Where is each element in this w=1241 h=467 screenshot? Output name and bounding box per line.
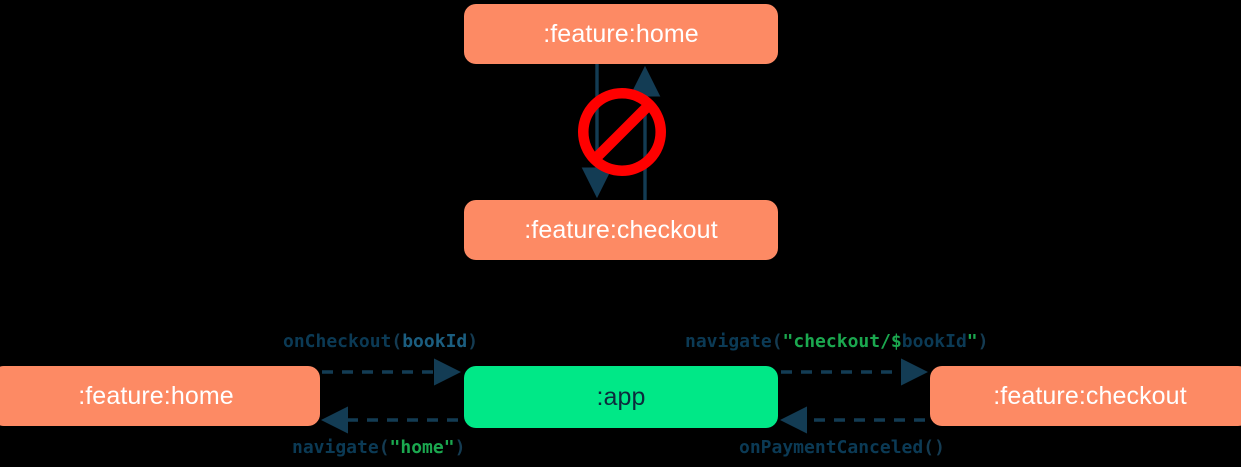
node-feature-home-top[interactable]: :feature:home — [464, 4, 778, 64]
node-feature-checkout-bottom[interactable]: :feature:checkout — [930, 366, 1241, 426]
node-label: :feature:home — [78, 381, 234, 410]
node-app[interactable]: :app — [464, 366, 778, 428]
code-token: bookId — [402, 331, 468, 352]
edge-label-on-payment: onPaymentCanceled() — [739, 437, 945, 458]
node-label: :feature:checkout — [993, 381, 1187, 410]
node-label: :app — [596, 382, 646, 411]
code-token: ( — [378, 437, 390, 458]
code-token: "home" — [389, 437, 455, 458]
code-token: " — [966, 331, 978, 352]
node-feature-checkout-top[interactable]: :feature:checkout — [464, 200, 778, 260]
edge-label-navigate-checkout: navigate("checkout/$bookId") — [685, 331, 988, 352]
code-token: ) — [467, 331, 479, 352]
edge-label-navigate-home: navigate("home") — [292, 437, 465, 458]
code-token: navigate — [685, 331, 772, 352]
node-label: :feature:home — [543, 19, 699, 48]
code-token: bookId — [901, 331, 967, 352]
edge-label-on-checkout: onCheckout(bookId) — [283, 331, 478, 352]
forbidden-sign-icon — [578, 88, 666, 176]
code-token: ( — [771, 331, 783, 352]
code-token: "checkout/$ — [782, 331, 902, 352]
code-token: ) — [454, 437, 466, 458]
code-token: onPaymentCanceled — [739, 437, 924, 458]
code-token: () — [923, 437, 945, 458]
node-feature-home-bottom[interactable]: :feature:home — [0, 366, 320, 426]
node-label: :feature:checkout — [524, 215, 718, 244]
code-token: onCheckout — [283, 331, 392, 352]
code-token: ) — [977, 331, 989, 352]
code-token: ( — [391, 331, 403, 352]
code-token: navigate — [292, 437, 379, 458]
